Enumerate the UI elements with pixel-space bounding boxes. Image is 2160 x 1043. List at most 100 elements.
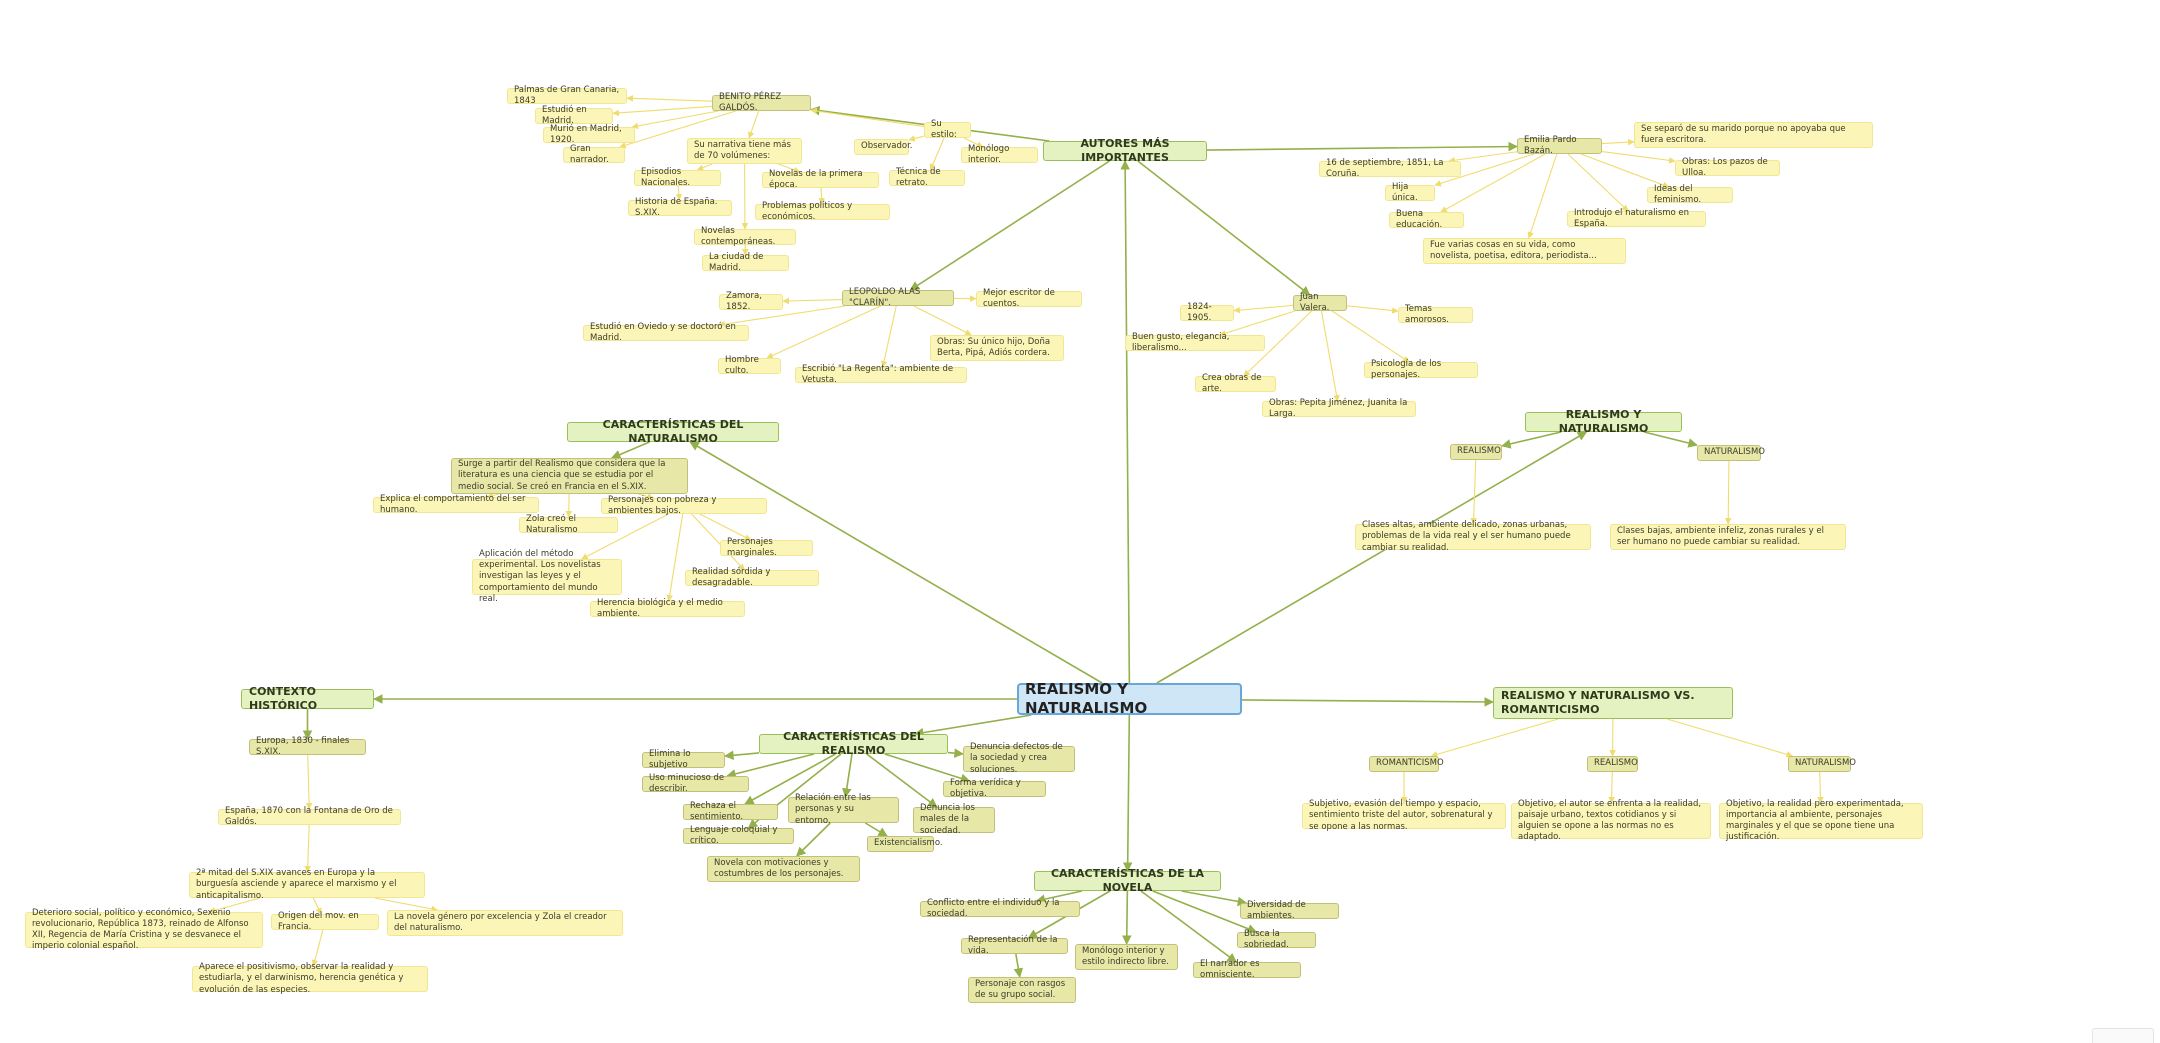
node-galdos[interactable]: BENITO PÉREZ GALDÓS.	[712, 92, 811, 113]
node-valera-temas[interactable]: Temas amorosos.	[1398, 304, 1473, 325]
node-nat-surge[interactable]: Surge a partir del Realismo que consider…	[451, 458, 688, 494]
node-galdos-problemas[interactable]: Problemas políticos y económicos.	[755, 201, 890, 222]
node-pardo-varias[interactable]: Fue varias cosas en su vida, como noveli…	[1423, 238, 1626, 264]
node-nat-marginales[interactable]: Personajes marginales.	[720, 537, 813, 558]
node-real-relacion[interactable]: Relación entre las personas y su entorno…	[788, 793, 899, 826]
node-pardo-nacimiento[interactable]: 16 de septiembre, 1851, La Coruña.	[1319, 158, 1461, 179]
link-62	[312, 897, 322, 915]
topic-caracteristicas-realismo[interactable]: CARACTERÍSTICAS DEL REALISMO	[759, 730, 948, 757]
node-real-denuncia-defectos[interactable]: Denuncia defectos de la sociedad y crea …	[963, 742, 1075, 775]
node-nat-sordida[interactable]: Realidad sórdida y desagradable.	[685, 567, 819, 588]
node-galdos-death[interactable]: Murió en Madrid, 1920.	[543, 124, 635, 145]
node-galdos-birth[interactable]: Palmas de Gran Canaria, 1843	[507, 85, 627, 106]
node-valera-fechas[interactable]: 1824-1905.	[1180, 302, 1234, 323]
node-ryn-naturalismo-desc[interactable]: Clases bajas, ambiente infeliz, zonas ru…	[1610, 524, 1846, 550]
node-estilo[interactable]: Su estilo:	[924, 119, 971, 140]
node-pardo-bazan[interactable]: Emilia Pardo Bazán.	[1517, 135, 1602, 156]
node-estilo-monologo[interactable]: Monólogo interior.	[961, 144, 1038, 165]
node-hist-mitad[interactable]: 2ª mitad del S.XIX avances en Europa y l…	[189, 868, 425, 901]
link-60	[304, 824, 311, 873]
node-hist-deterioro[interactable]: Deterioro social, político y económico, …	[25, 908, 263, 951]
node-nat-pobreza[interactable]: Personajes con pobreza y ambientes bajos…	[601, 495, 767, 516]
node-vs-realismo[interactable]: REALISMO	[1587, 756, 1638, 772]
topic-contexto-historico[interactable]: CONTEXTO HISTÓRICO	[241, 685, 374, 712]
node-real-subjetivo[interactable]: Elimina lo subjetivo	[642, 749, 725, 770]
node-nat-herencia[interactable]: Herencia biológica y el medio ambiente.	[590, 598, 745, 619]
node-valera-arte[interactable]: Crea obras de arte.	[1195, 373, 1276, 394]
node-clarin-obras[interactable]: Obras: Su único hijo, Doña Berta, Pipá, …	[930, 335, 1064, 361]
node-nat-metodo[interactable]: Aplicación del método experimental. Los …	[472, 549, 622, 604]
topic-caracteristicas-naturalismo[interactable]: CARACTERÍSTICAS DEL NATURALISMO	[567, 418, 779, 445]
node-vs-realismo-desc[interactable]: Objetivo, el autor se enfrenta a la real…	[1511, 799, 1711, 842]
node-hist-europa[interactable]: Europa, 1830 - finales S.XIX.	[249, 736, 366, 757]
node-valera[interactable]: Juan Valera.	[1293, 292, 1347, 313]
node-ryn-naturalismo[interactable]: NATURALISMO	[1697, 445, 1765, 461]
node-clarin-cuentos[interactable]: Mejor escritor de cuentos.	[976, 288, 1082, 309]
node-vs-naturalismo-desc[interactable]: Objetivo, la realidad pero experimentada…	[1719, 799, 1923, 842]
node-clarin-zamora[interactable]: Zamora, 1852.	[719, 291, 783, 312]
node-pardo-hija[interactable]: Hija única.	[1385, 182, 1435, 203]
node-real-veridica[interactable]: Forma verídica y objetiva.	[943, 778, 1046, 799]
node-galdos-narrador[interactable]: Gran narrador.	[563, 144, 625, 165]
node-nov-diversidad[interactable]: Diversidad de ambientes.	[1240, 900, 1339, 921]
node-vs-romanticismo-desc[interactable]: Subjetivo, evasión del tiempo y espacio,…	[1302, 799, 1506, 832]
node-hist-positivismo[interactable]: Aparece el positivismo, observar la real…	[192, 962, 428, 995]
node-valera-gusto[interactable]: Buen gusto, elegancia, liberalismo...	[1125, 332, 1265, 353]
link-68	[884, 753, 971, 783]
node-galdos-narrativa[interactable]: Su narrativa tiene más de 70 volúmenes:	[687, 138, 802, 164]
node-nat-explica[interactable]: Explica el comportamiento del ser humano…	[373, 494, 539, 515]
topic-autores[interactable]: AUTORES MÁS IMPORTANTES	[1043, 137, 1207, 164]
link-8	[1206, 141, 1518, 152]
node-ryn-realismo-desc[interactable]: Clases altas, ambiente delicado, zonas u…	[1355, 520, 1591, 553]
node-pardo-introdujo[interactable]: Introdujo el naturalismo en España.	[1567, 208, 1706, 229]
node-estilo-observador[interactable]: Observador.	[854, 139, 913, 155]
node-real-novela[interactable]: Novela con motivaciones y costumbres de …	[707, 856, 860, 882]
node-valera-psicologia[interactable]: Psicología de los personajes.	[1364, 359, 1478, 380]
node-clarin-culto[interactable]: Hombre culto.	[718, 355, 781, 376]
node-pardo-feminismo[interactable]: Ideas del feminismo.	[1647, 184, 1733, 205]
node-estilo-retrato[interactable]: Técnica de retrato.	[889, 167, 965, 188]
link-81	[1013, 953, 1024, 978]
root-topic[interactable]: REALISMO Y NATURALISMO	[1017, 680, 1242, 717]
node-nov-representacion[interactable]: Representación de la vida.	[961, 935, 1068, 956]
node-galdos-episodios[interactable]: Episodios Nacionales.	[634, 167, 721, 188]
node-pardo-obras[interactable]: Obras: Los pazos de Ulloa.	[1675, 157, 1780, 178]
node-valera-obras[interactable]: Obras: Pepita Jiménez, Juanita la Larga.	[1262, 398, 1416, 419]
node-galdos-madrid[interactable]: La ciudad de Madrid.	[702, 252, 789, 273]
node-hist-origen[interactable]: Origen del mov. en Francia.	[271, 911, 379, 932]
node-nov-personaje[interactable]: Personaje con rasgos de su grupo social.	[968, 977, 1076, 1003]
link-45	[1320, 310, 1340, 402]
node-galdos-primera-epoca[interactable]: Novelas de la primera época.	[762, 169, 879, 190]
node-nov-conflicto[interactable]: Conflicto entre el individuo y la socied…	[920, 898, 1080, 919]
link-15	[747, 110, 760, 139]
node-nov-narrador[interactable]: El narrador es omnisciente.	[1193, 959, 1301, 980]
link-28	[1601, 151, 1676, 164]
node-real-existencialismo[interactable]: Existencialismo.	[867, 836, 943, 852]
node-hist-espana[interactable]: España, 1870 con la Fontana de Oro de Ga…	[218, 806, 401, 827]
node-real-sentimiento[interactable]: Rechaza el sentimiento.	[683, 801, 778, 822]
link-46	[610, 441, 650, 460]
node-real-describir[interactable]: Uso minucioso de describir.	[642, 773, 749, 794]
node-pardo-separo[interactable]: Se separó de su marido porque no apoyaba…	[1634, 122, 1873, 148]
node-hist-novela[interactable]: La novela género por excelencia y Zola e…	[387, 910, 623, 936]
node-clarin-regenta[interactable]: Escribió "La Regenta": ambiente de Vetus…	[795, 364, 967, 385]
node-clarin[interactable]: LEOPOLDO ALAS "CLARÍN".	[842, 287, 954, 308]
node-nov-sobriedad[interactable]: Busca la sobriedad.	[1237, 929, 1316, 950]
node-clarin-estudio[interactable]: Estudió en Oviedo y se doctoró en Madrid…	[583, 322, 749, 343]
node-real-lenguaje[interactable]: Lenguaje coloquial y crítico.	[683, 825, 794, 846]
node-galdos-study[interactable]: Estudió en Madrid.	[535, 105, 613, 126]
topic-realismo-naturalismo[interactable]: REALISMO Y NATURALISMO	[1525, 408, 1682, 435]
node-ryn-realismo[interactable]: REALISMO	[1450, 444, 1502, 460]
node-nov-monologo[interactable]: Monólogo interior y estilo indirecto lib…	[1075, 944, 1178, 970]
node-galdos-contemporaneas[interactable]: Novelas contemporáneas.	[694, 226, 796, 247]
topic-realismo-vs-romanticismo[interactable]: REALISMO Y NATURALISMO VS. ROMANTICISMO	[1493, 687, 1733, 719]
node-nat-zola[interactable]: Zola creó el Naturalismo	[519, 514, 618, 535]
node-vs-naturalismo[interactable]: NATURALISMO	[1788, 756, 1856, 772]
link-51	[581, 513, 669, 560]
node-galdos-historia[interactable]: Historia de España. S.XIX.	[628, 197, 732, 218]
node-real-males[interactable]: Denuncia los males de la sociedad.	[913, 803, 995, 836]
node-vs-romanticismo[interactable]: ROMANTICISMO	[1369, 756, 1444, 772]
corner-widget	[2092, 1028, 2154, 1043]
node-pardo-educacion[interactable]: Buena educación.	[1389, 209, 1464, 230]
topic-caracteristicas-novela[interactable]: CARACTERÍSTICAS DE LA NOVELA	[1034, 867, 1221, 894]
